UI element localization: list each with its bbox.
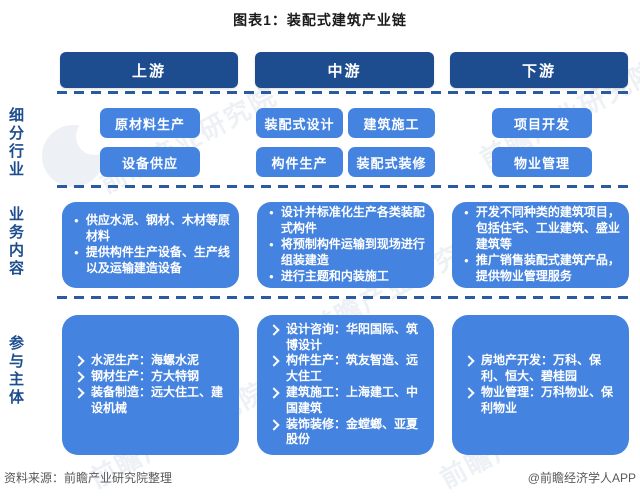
list-item-text: 设计并标准化生产各类装配式构件 (280, 205, 425, 236)
dot-bullet-icon: ● (74, 216, 79, 226)
row-label-segments: 细分行业 (7, 107, 24, 179)
list-item: 水泥生产：海螺水泥 (70, 353, 231, 369)
header-downstream: 下游 (450, 52, 628, 88)
list-item: ● 推广销售装配式建筑产品，提供物业管理服务 (460, 253, 621, 285)
list-item-text: 水泥生产：海螺水泥 (91, 353, 200, 368)
source-note: 资料来源：前瞻产业研究院整理 (4, 471, 173, 485)
dot-bullet-icon: ● (269, 271, 274, 281)
arrow-bullet-icon (73, 371, 85, 383)
arrow-bullet-icon (73, 355, 85, 368)
list-item: 设计咨询：华阳国际、筑博设计 (265, 322, 426, 354)
dot-bullet-icon: ● (464, 208, 469, 218)
dot-bullet-icon: ● (269, 240, 274, 249)
dashed-divider (57, 296, 633, 299)
segment-box: 装配式设计 (256, 108, 343, 138)
credit-note: @前瞻经济学人APP (527, 471, 636, 485)
arrow-bullet-icon (463, 387, 475, 399)
header-upstream: 上游 (60, 52, 238, 88)
participants-box-upstream: 水泥生产：海螺水泥 钢材生产：方大特钢 装备制造：远大住工、建设机械 (62, 315, 239, 455)
list-item-text: 将预制构件运输到现场进行组装建造 (280, 237, 425, 267)
participants-box-midstream: 设计咨询：华阳国际、筑博设计 构件生产：筑友智造、远大住工 建筑施工：上海建工、… (257, 315, 434, 455)
list-item-text: 装饰装修：金螳螂、亚夏股份 (286, 416, 419, 447)
list-item-text: 供应水泥、钢材、木材等原材料 (85, 213, 230, 244)
segment-box: 建筑施工 (348, 108, 435, 138)
header-midstream: 中游 (255, 52, 434, 88)
arrow-bullet-icon (268, 355, 280, 368)
business-box-downstream: ● 开发不同种类的建筑项目，包括住宅、工业建筑、盛业建筑等 ● 推广销售装配式建筑产… (452, 202, 629, 288)
segment-box: 项目开发 (492, 108, 592, 138)
watermark-text: 前瞻产业研究院 (95, 80, 283, 200)
row-label-business: 业务内容 (7, 206, 24, 278)
list-item-text: 设计咨询：华阳国际、筑博设计 (286, 321, 419, 352)
list-item: 建筑施工：上海建工、中国建筑 (265, 385, 426, 417)
list-item: 房地产开发：万科、保利、恒大、碧桂园 (460, 353, 621, 385)
segment-box: 原材料生产 (100, 108, 200, 138)
dashed-divider (57, 185, 633, 188)
dashed-divider (57, 91, 633, 94)
dot-bullet-icon: ● (74, 248, 79, 257)
list-item-text: 推广销售装配式建筑产品，提供物业管理服务 (475, 252, 620, 283)
chart-title: 图表1：装配式建筑产业链 (233, 12, 407, 28)
arrow-bullet-icon (268, 387, 280, 399)
list-item: ● 提供构件生产设备、生产线以及运输建造设备 (70, 245, 231, 277)
segment-box: 构件生产 (256, 147, 343, 177)
list-item: 物业管理：万科物业、保利物业 (460, 385, 621, 417)
participants-box-downstream: 房地产开发：万科、保利、恒大、碧桂园 物业管理：万科物业、保利物业 (452, 315, 629, 455)
list-item: ● 将预制构件运输到现场进行组装建造 (265, 237, 426, 269)
list-item-text: 构件生产：筑友智造、远大住工 (286, 353, 419, 384)
segment-box: 装配式装修 (348, 147, 435, 177)
arrow-bullet-icon (268, 324, 280, 336)
arrow-bullet-icon (268, 418, 280, 431)
arrow-bullet-icon (463, 355, 475, 368)
list-item-text: 房地产开发：万科、保利、恒大、碧桂园 (481, 353, 602, 384)
list-item: ● 供应水泥、钢材、木材等原材料 (70, 213, 231, 245)
list-item-text: 建筑施工：上海建工、中国建筑 (286, 385, 419, 415)
list-item: ● 进行主题和内装施工 (265, 269, 426, 285)
list-item: 构件生产：筑友智造、远大住工 (265, 353, 426, 385)
dot-bullet-icon: ● (269, 208, 274, 218)
watermark-logo (42, 117, 114, 187)
list-item: ● 开发不同种类的建筑项目，包括住宅、工业建筑、盛业建筑等 (460, 205, 621, 252)
list-item-text: 钢材生产：方大特钢 (91, 369, 200, 384)
list-item: 钢材生产：方大特钢 (70, 369, 231, 385)
list-item-text: 开发不同种类的建筑项目，包括住宅、工业建筑、盛业建筑等 (475, 205, 620, 252)
list-item-text: 物业管理：万科物业、保利物业 (481, 385, 614, 415)
list-item: 装饰装修：金螳螂、亚夏股份 (265, 417, 426, 449)
segment-box: 设备供应 (100, 147, 200, 177)
segment-box: 物业管理 (492, 147, 592, 177)
business-box-midstream: ● 设计并标准化生产各类装配式构件 ● 将预制构件运输到现场进行组装建造 ● 进行主题… (257, 202, 434, 288)
arrow-bullet-icon (73, 387, 85, 399)
dot-bullet-icon: ● (464, 255, 469, 265)
business-box-upstream: ● 供应水泥、钢材、木材等原材料 ● 提供构件生产设备、生产线以及运输建造设备 (62, 202, 239, 288)
list-item: 装备制造：远大住工、建设机械 (70, 385, 231, 417)
list-item-text: 提供构件生产设备、生产线以及运输建造设备 (85, 245, 230, 275)
row-label-participants: 参与主体 (7, 335, 24, 407)
list-item: ● 设计并标准化生产各类装配式构件 (265, 205, 426, 237)
list-item-text: 装备制造：远大住工、建设机械 (91, 385, 224, 415)
list-item-text: 进行主题和内装施工 (280, 268, 389, 283)
